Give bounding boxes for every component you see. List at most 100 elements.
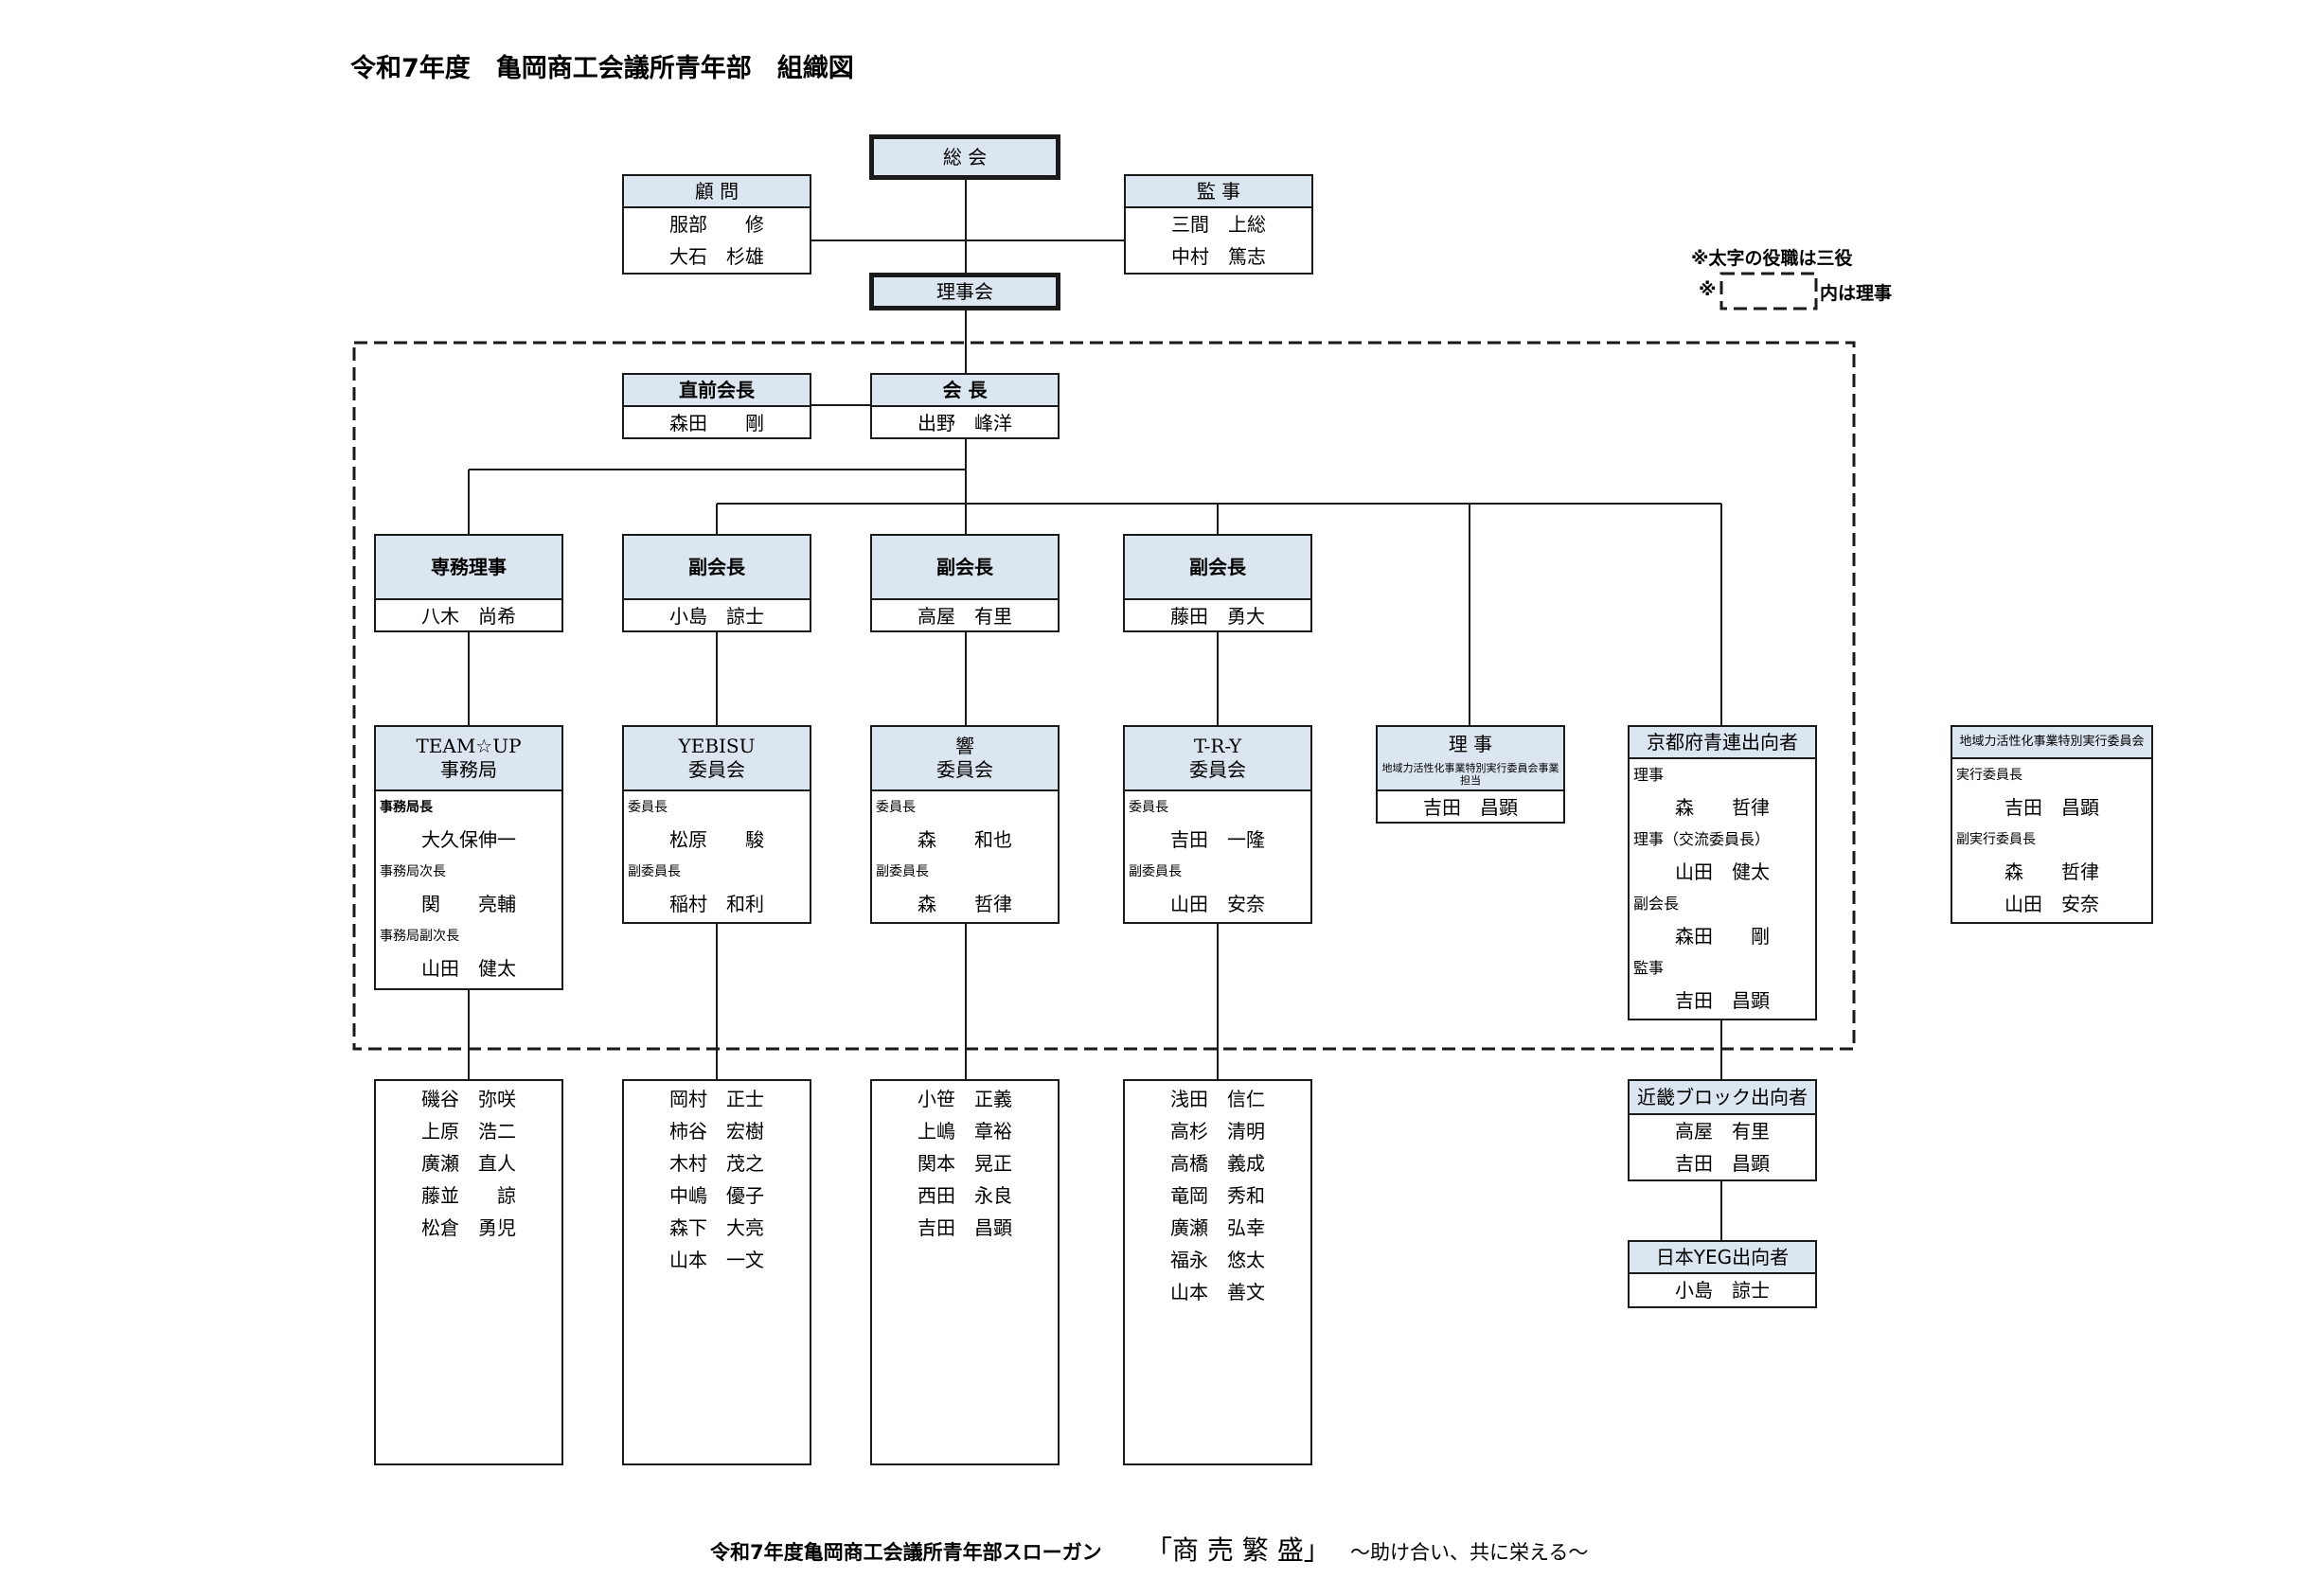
role-label: 理事（交流委員長）: [1633, 830, 1771, 848]
president-name: 出野 峰洋: [917, 412, 1012, 434]
auditor-box: 監 事 三間 上総 中村 篤志: [1124, 174, 1313, 275]
role-name: 森 哲律: [1675, 796, 1770, 819]
vice-president-name: 高屋 有里: [917, 605, 1012, 628]
yebisu-title-sub: 委員会: [688, 758, 745, 781]
vice-president-name: 藤田 勇大: [1170, 605, 1265, 628]
yebisu-title-main: YEBISU: [678, 735, 756, 757]
advisor-title: 顧 問: [624, 176, 810, 208]
hibiki-title-main: 響: [955, 735, 974, 757]
role-name: 吉田 昌顕: [2004, 796, 2099, 819]
member-name: 森下 大亮: [669, 1216, 764, 1239]
role-label: 副実行委員長: [1956, 832, 2036, 847]
general-meeting-label: 総 会: [942, 146, 988, 168]
member-name: 小島 諒士: [1675, 1279, 1770, 1302]
role-name: 松原 駿: [669, 828, 764, 851]
japan-yeg-title: 日本YEG出向者: [1630, 1242, 1815, 1274]
role-label: 監事: [1633, 959, 1665, 977]
executive-director-title: 専務理事: [376, 536, 561, 600]
member-name: 磯谷 弥咲: [421, 1088, 516, 1110]
team-up-title: TEAM☆UP 事務局: [376, 727, 561, 791]
advisor-box: 顧 問 服部 修 大石 杉雄: [622, 174, 811, 275]
kyoto-delegates-box: 京都府青連出向者 理事 森 哲律 理事（交流委員長） 山田 健太 副会長 森田 …: [1628, 725, 1817, 1020]
executive-director-name: 八木 尚希: [421, 605, 516, 628]
special-committee-title: 地域力活性化事業特別実行委員会: [1952, 727, 2151, 759]
director-box: 理 事 地域力活性化事業特別実行委員会事業担当 吉田 昌顕: [1376, 725, 1565, 824]
role-label: 委員長: [876, 800, 916, 815]
team-up-office-box: TEAM☆UP 事務局 事務局長 大久保伸一 事務局次長 関 亮輔 事務局副次長…: [374, 725, 563, 990]
role-name: 森 哲律: [917, 893, 1012, 915]
member-name: 浅田 信仁: [1170, 1088, 1265, 1110]
team-up-title-main: TEAM☆UP: [416, 735, 522, 757]
role-name: 吉田 昌顕: [1675, 989, 1770, 1012]
member-name: 高杉 清明: [1170, 1120, 1265, 1143]
role-label: 副委員長: [628, 864, 681, 879]
member-name: 吉田 昌顕: [1675, 1152, 1770, 1175]
role-label: 理事: [1633, 766, 1665, 784]
director-title: 理 事 地域力活性化事業特別実行委員会事業担当: [1378, 727, 1563, 791]
page-title: 令和7年度 亀岡商工会議所青年部 組織図: [350, 54, 854, 83]
try-title-sub: 委員会: [1189, 758, 1246, 781]
member-name: 藤並 諒: [421, 1184, 516, 1207]
vice-president-box: 副会長 小島 諒士: [622, 534, 811, 632]
special-committee-box: 地域力活性化事業特別実行委員会 実行委員長 吉田 昌顕 副実行委員長 森 哲律 …: [1951, 725, 2153, 924]
member-name: 山本 一文: [669, 1249, 764, 1271]
role-label: 委員長: [628, 800, 668, 815]
role-name: 関 亮輔: [421, 893, 516, 915]
auditor-title: 監 事: [1126, 176, 1311, 208]
role-name: 稲村 和利: [669, 893, 764, 915]
member-name: 竜岡 秀和: [1170, 1184, 1265, 1207]
past-president-name: 森田 剛: [669, 412, 764, 434]
role-label: 事務局次長: [380, 864, 446, 879]
director-title-main: 理 事: [1448, 733, 1493, 755]
vice-president-title: 副会長: [1125, 536, 1310, 600]
past-president-box: 直前会長 森田 剛: [622, 373, 811, 439]
slogan-suffix: ～助け合い、共に栄える～: [1350, 1541, 1589, 1564]
member-name: 柿谷 宏樹: [669, 1120, 764, 1143]
board-box: 理事会: [869, 273, 1060, 310]
role-name: 山田 健太: [1675, 860, 1770, 883]
member-name: 福永 悠太: [1170, 1249, 1265, 1271]
role-label: 副委員長: [1129, 864, 1182, 879]
member-name: 中嶋 優子: [669, 1184, 764, 1207]
team-up-members-box: 磯谷 弥咲 上原 浩二 廣瀬 直人 藤並 諒 松倉 勇児: [374, 1079, 563, 1465]
member-name: 上原 浩二: [421, 1120, 516, 1143]
president-title: 会 長: [872, 375, 1058, 407]
vice-president-box: 副会長 高屋 有里: [870, 534, 1060, 632]
try-title-main: T-R-Y: [1193, 735, 1242, 757]
hibiki-title-sub: 委員会: [936, 758, 993, 781]
member-name: 廣瀬 直人: [421, 1152, 516, 1175]
slogan-main: 「商 売 繁 盛」: [1146, 1534, 1330, 1566]
director-name: 吉田 昌顕: [1423, 796, 1518, 819]
try-title: T-R-Y 委員会: [1125, 727, 1310, 791]
yebisu-title: YEBISU 委員会: [624, 727, 810, 791]
bold-role-note: ※太字の役職は三役: [1691, 248, 1853, 269]
role-name: 吉田 一隆: [1170, 828, 1265, 851]
role-label: 委員長: [1129, 800, 1168, 815]
advisor-member: 大石 杉雄: [669, 245, 764, 268]
vice-president-title: 副会長: [872, 536, 1058, 600]
try-committee-box: T-R-Y 委員会 委員長 吉田 一隆 副委員長 山田 安奈: [1123, 725, 1312, 924]
role-name: 大久保伸一: [421, 828, 516, 851]
role-label: 副会長: [1633, 895, 1680, 913]
slogan-prefix: 令和7年度亀岡商工会議所青年部スローガン: [710, 1541, 1102, 1564]
japan-yeg-delegates-box: 日本YEG出向者 小島 諒士: [1628, 1240, 1817, 1308]
hibiki-title: 響 委員会: [872, 727, 1058, 791]
past-president-title: 直前会長: [624, 375, 810, 407]
role-name: 山田 安奈: [1170, 893, 1265, 915]
hibiki-members-box: 小笹 正義 上嶋 章裕 関本 晃正 西田 永良 吉田 昌顕: [870, 1079, 1060, 1465]
executive-director-box: 専務理事 八木 尚希: [374, 534, 563, 632]
member-name: 高橋 義成: [1170, 1152, 1265, 1175]
member-name: 木村 茂之: [669, 1152, 764, 1175]
role-label: 実行委員長: [1956, 768, 2022, 783]
general-meeting-box: 総 会: [869, 134, 1060, 180]
president-box: 会 長 出野 峰洋: [870, 373, 1060, 439]
try-members-box: 浅田 信仁 高杉 清明 高橋 義成 竜岡 秀和 廣瀬 弘幸 福永 悠太 山本 善…: [1123, 1079, 1312, 1465]
role-label: 事務局長: [380, 800, 433, 815]
role-label: 副委員長: [876, 864, 929, 879]
vice-president-title: 副会長: [624, 536, 810, 600]
vice-president-box: 副会長 藤田 勇大: [1123, 534, 1312, 632]
member-name: 高屋 有里: [1675, 1120, 1770, 1143]
role-name: 森 和也: [917, 828, 1012, 851]
kinki-delegates-title: 近畿ブロック出向者: [1630, 1081, 1815, 1115]
